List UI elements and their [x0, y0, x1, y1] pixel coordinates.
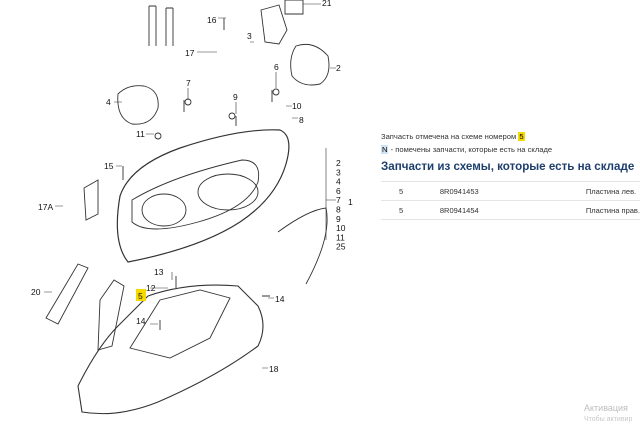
callout-17a: 17A: [38, 202, 53, 212]
part-number-cell: 5: [381, 181, 440, 201]
callout-18: 18: [269, 364, 279, 374]
callout-12: 12: [146, 283, 156, 293]
bracket-arm: [97, 279, 125, 351]
callout-21: 21: [322, 0, 332, 8]
part-name-cell: Пластина лев.: [585, 181, 640, 201]
callout-5-highlighted[interactable]: 5: [138, 291, 143, 301]
headlamp-housing: [116, 129, 290, 263]
cap-cover-part: [290, 43, 330, 86]
sealing-strip: [277, 207, 328, 285]
callout-11: 11: [136, 129, 145, 139]
fastener: [154, 132, 162, 140]
cap-cover-left-part: [117, 85, 159, 125]
callout-7: 7: [186, 78, 191, 88]
activation-watermark-subtext: Чтобы активир: [584, 416, 633, 423]
highlight-note: Запчасть отмечена на схеме номером 5: [381, 132, 525, 141]
parts-diagram: 21 16 17 3 2 4 7 9 6 10 8 11 15 17A 20 1…: [31, 0, 353, 415]
section-title: Запчасти из схемы, которые есть на склад…: [381, 160, 635, 173]
part-name-cell: Пластина прав.: [585, 200, 640, 220]
callout-stack-item: 11: [336, 232, 345, 242]
clip-part: [148, 5, 174, 46]
highlight-note-text: Запчасть отмечена на схеме номером: [381, 132, 517, 141]
callout-stack-item: 10: [336, 223, 346, 233]
screw-part: [122, 18, 273, 330]
callout-8: 8: [299, 115, 304, 125]
callout-1: 1: [348, 197, 353, 207]
callout-14: 14: [136, 316, 146, 326]
callout-3: 3: [247, 31, 252, 41]
bracket-plate-5: [129, 289, 231, 359]
stock-note-text: - помечены запчасти, которые есть на скл…: [388, 145, 553, 154]
bracket-17a: [83, 179, 99, 221]
callout-13: 13: [154, 267, 164, 277]
panel-part: [45, 263, 89, 325]
callout-2: 2: [336, 63, 341, 73]
callout-stack-item: 7: [336, 195, 341, 205]
highlight-box: [136, 289, 146, 301]
callout-stack-item: 3: [336, 167, 341, 177]
reflector: [197, 173, 259, 211]
bracket-part: [260, 4, 288, 45]
activation-watermark: Активация: [584, 403, 628, 413]
headlamp-lens: [131, 159, 260, 230]
stock-badge: N: [381, 145, 389, 154]
part-code-cell: 8R0941453: [439, 181, 586, 201]
callout-stack-item: 4: [336, 177, 341, 187]
fastener: [272, 88, 280, 96]
callout-20: 20: [31, 287, 41, 297]
carrier-frame: [77, 284, 264, 415]
stock-note: N - помечены запчасти, которые есть на с…: [381, 145, 552, 154]
callout-stack-item: 25: [336, 242, 346, 252]
projector-lens: [141, 193, 187, 227]
callout-stack-item: 6: [336, 186, 341, 196]
callout-16: 16: [207, 15, 217, 25]
part-number-cell: 5: [381, 200, 440, 220]
part-code-cell: 8R0941454: [439, 200, 586, 220]
callout-9: 9: [233, 92, 238, 102]
highlight-number-badge: 5: [518, 132, 525, 141]
callout-15: 15: [104, 161, 114, 171]
callout-10: 10: [292, 101, 302, 111]
cover-part: [284, 0, 304, 15]
callout-6: 6: [274, 62, 279, 72]
fastener: [228, 112, 236, 120]
callout-14: 14: [275, 294, 285, 304]
callout-4: 4: [106, 97, 111, 107]
callout-17: 17: [185, 48, 195, 58]
callout-stack-item: 8: [336, 205, 341, 215]
callout-stack-item: 2: [336, 158, 341, 168]
callout-stack-item: 9: [336, 214, 341, 224]
